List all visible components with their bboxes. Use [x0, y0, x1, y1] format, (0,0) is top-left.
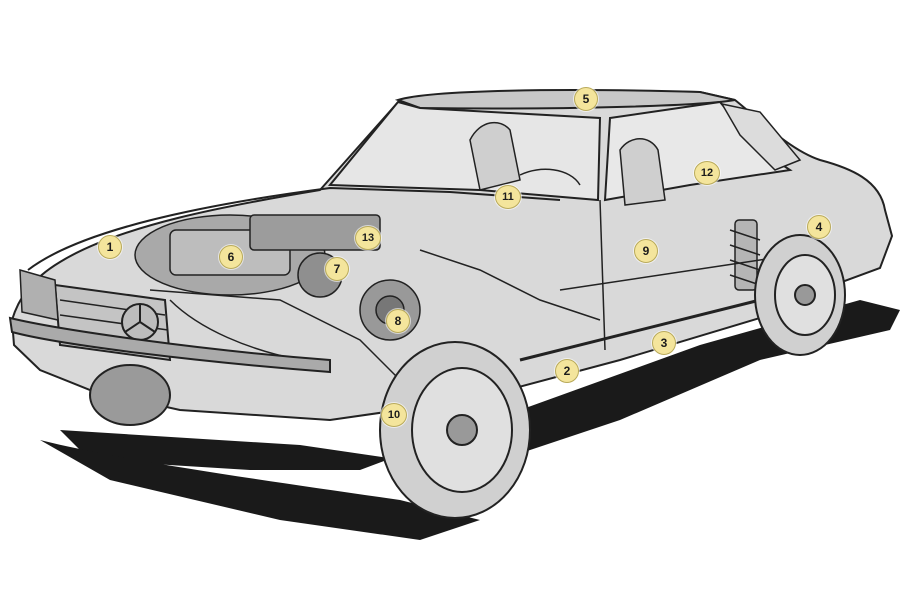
- headlight: [19, 268, 59, 321]
- callout-9[interactable]: 9: [634, 239, 658, 263]
- front-wheel: [379, 341, 531, 519]
- far-front-wheel: [89, 364, 171, 426]
- ground-shadow-front: [40, 440, 480, 540]
- callout-4[interactable]: 4: [807, 215, 831, 239]
- callout-3[interactable]: 3: [652, 331, 676, 355]
- rear-quarter-window: [720, 102, 802, 171]
- callout-5[interactable]: 5: [574, 87, 598, 111]
- front-bumper: [8, 316, 331, 374]
- callout-13[interactable]: 13: [355, 226, 381, 250]
- interior: [469, 121, 666, 206]
- roof: [394, 89, 736, 110]
- callout-12[interactable]: 12: [694, 161, 720, 185]
- callout-6[interactable]: 6: [219, 245, 243, 269]
- door-line: [599, 199, 606, 351]
- windshield: [327, 100, 602, 202]
- callout-7[interactable]: 7: [325, 257, 349, 281]
- callout-10[interactable]: 10: [381, 403, 407, 427]
- callout-11[interactable]: 11: [495, 185, 521, 209]
- callout-1[interactable]: 1: [98, 235, 122, 259]
- hood-line: [27, 186, 561, 271]
- callout-8[interactable]: 8: [386, 309, 410, 333]
- callout-2[interactable]: 2: [555, 359, 579, 383]
- rear-wheel: [754, 234, 846, 356]
